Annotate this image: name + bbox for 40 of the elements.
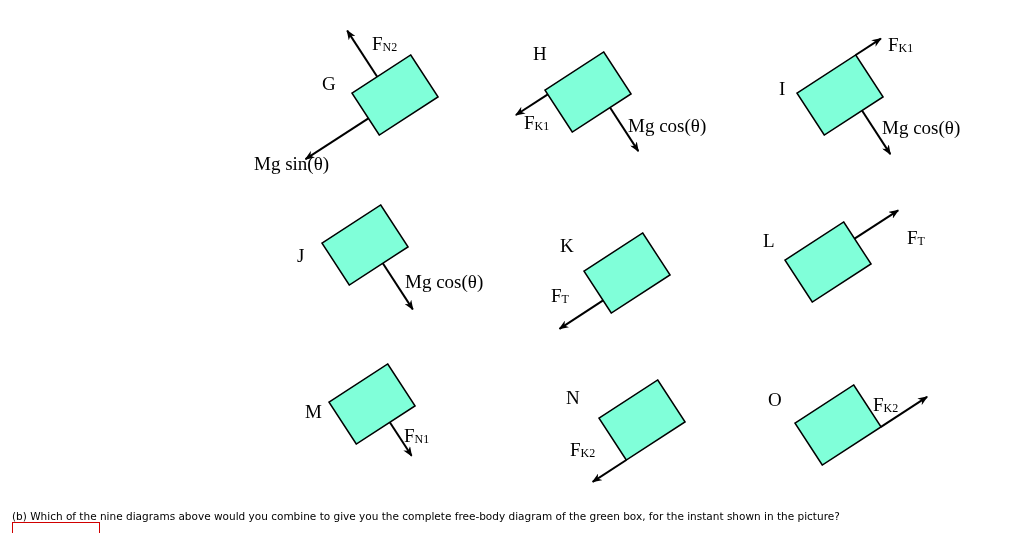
force-label: F$_{T}$ bbox=[907, 228, 925, 247]
force-label: F$_{K1}$ bbox=[888, 35, 914, 54]
force-label: Mg sin(θ) bbox=[254, 154, 330, 173]
force-label: F$_{T}$ bbox=[551, 286, 569, 305]
diagram-letter: G bbox=[322, 74, 336, 93]
force-arrow bbox=[558, 299, 605, 330]
force-arrow bbox=[609, 106, 640, 153]
force-arrow bbox=[514, 93, 549, 116]
diagram-letter: O bbox=[768, 390, 782, 409]
diagram-letter: N bbox=[566, 388, 580, 407]
diagram-letter: K bbox=[560, 236, 574, 255]
sliding-block bbox=[784, 221, 872, 303]
force-arrow bbox=[880, 395, 929, 428]
force-arrow bbox=[861, 109, 892, 156]
force-arrow bbox=[304, 117, 370, 161]
force-arrow bbox=[853, 209, 900, 240]
force-arrow bbox=[591, 459, 628, 483]
sliding-block bbox=[351, 54, 439, 136]
force-label: F$_{N2}$ bbox=[372, 34, 398, 53]
diagram-letter: M bbox=[305, 402, 322, 421]
diagram-letter: L bbox=[763, 231, 775, 250]
diagram-letter: J bbox=[297, 246, 305, 265]
diagram-letter: I bbox=[779, 79, 786, 98]
sliding-block bbox=[583, 232, 671, 314]
force-label: Mg cos(θ) bbox=[882, 118, 961, 137]
force-arrow bbox=[388, 421, 413, 457]
sliding-block bbox=[598, 379, 686, 461]
force-arrow bbox=[854, 37, 882, 56]
force-label: F$_{K1}$ bbox=[524, 113, 550, 132]
force-label: F$_{K2}$ bbox=[873, 395, 899, 414]
sliding-block bbox=[796, 54, 884, 136]
force-label: F$_{N1}$ bbox=[404, 426, 430, 445]
force-arrow bbox=[346, 29, 379, 78]
force-label: Mg cos(θ) bbox=[405, 272, 484, 291]
force-label: F$_{K2}$ bbox=[570, 440, 596, 459]
diagram-letter: H bbox=[533, 44, 547, 63]
force-label: Mg cos(θ) bbox=[628, 116, 707, 135]
sliding-block bbox=[328, 363, 416, 445]
force-arrow bbox=[381, 262, 414, 311]
question-text: (b) Which of the nine diagrams above would you combine to give you the complete free-body diagram of the green box, for the instant shown in the picture? bbox=[12, 510, 840, 522]
